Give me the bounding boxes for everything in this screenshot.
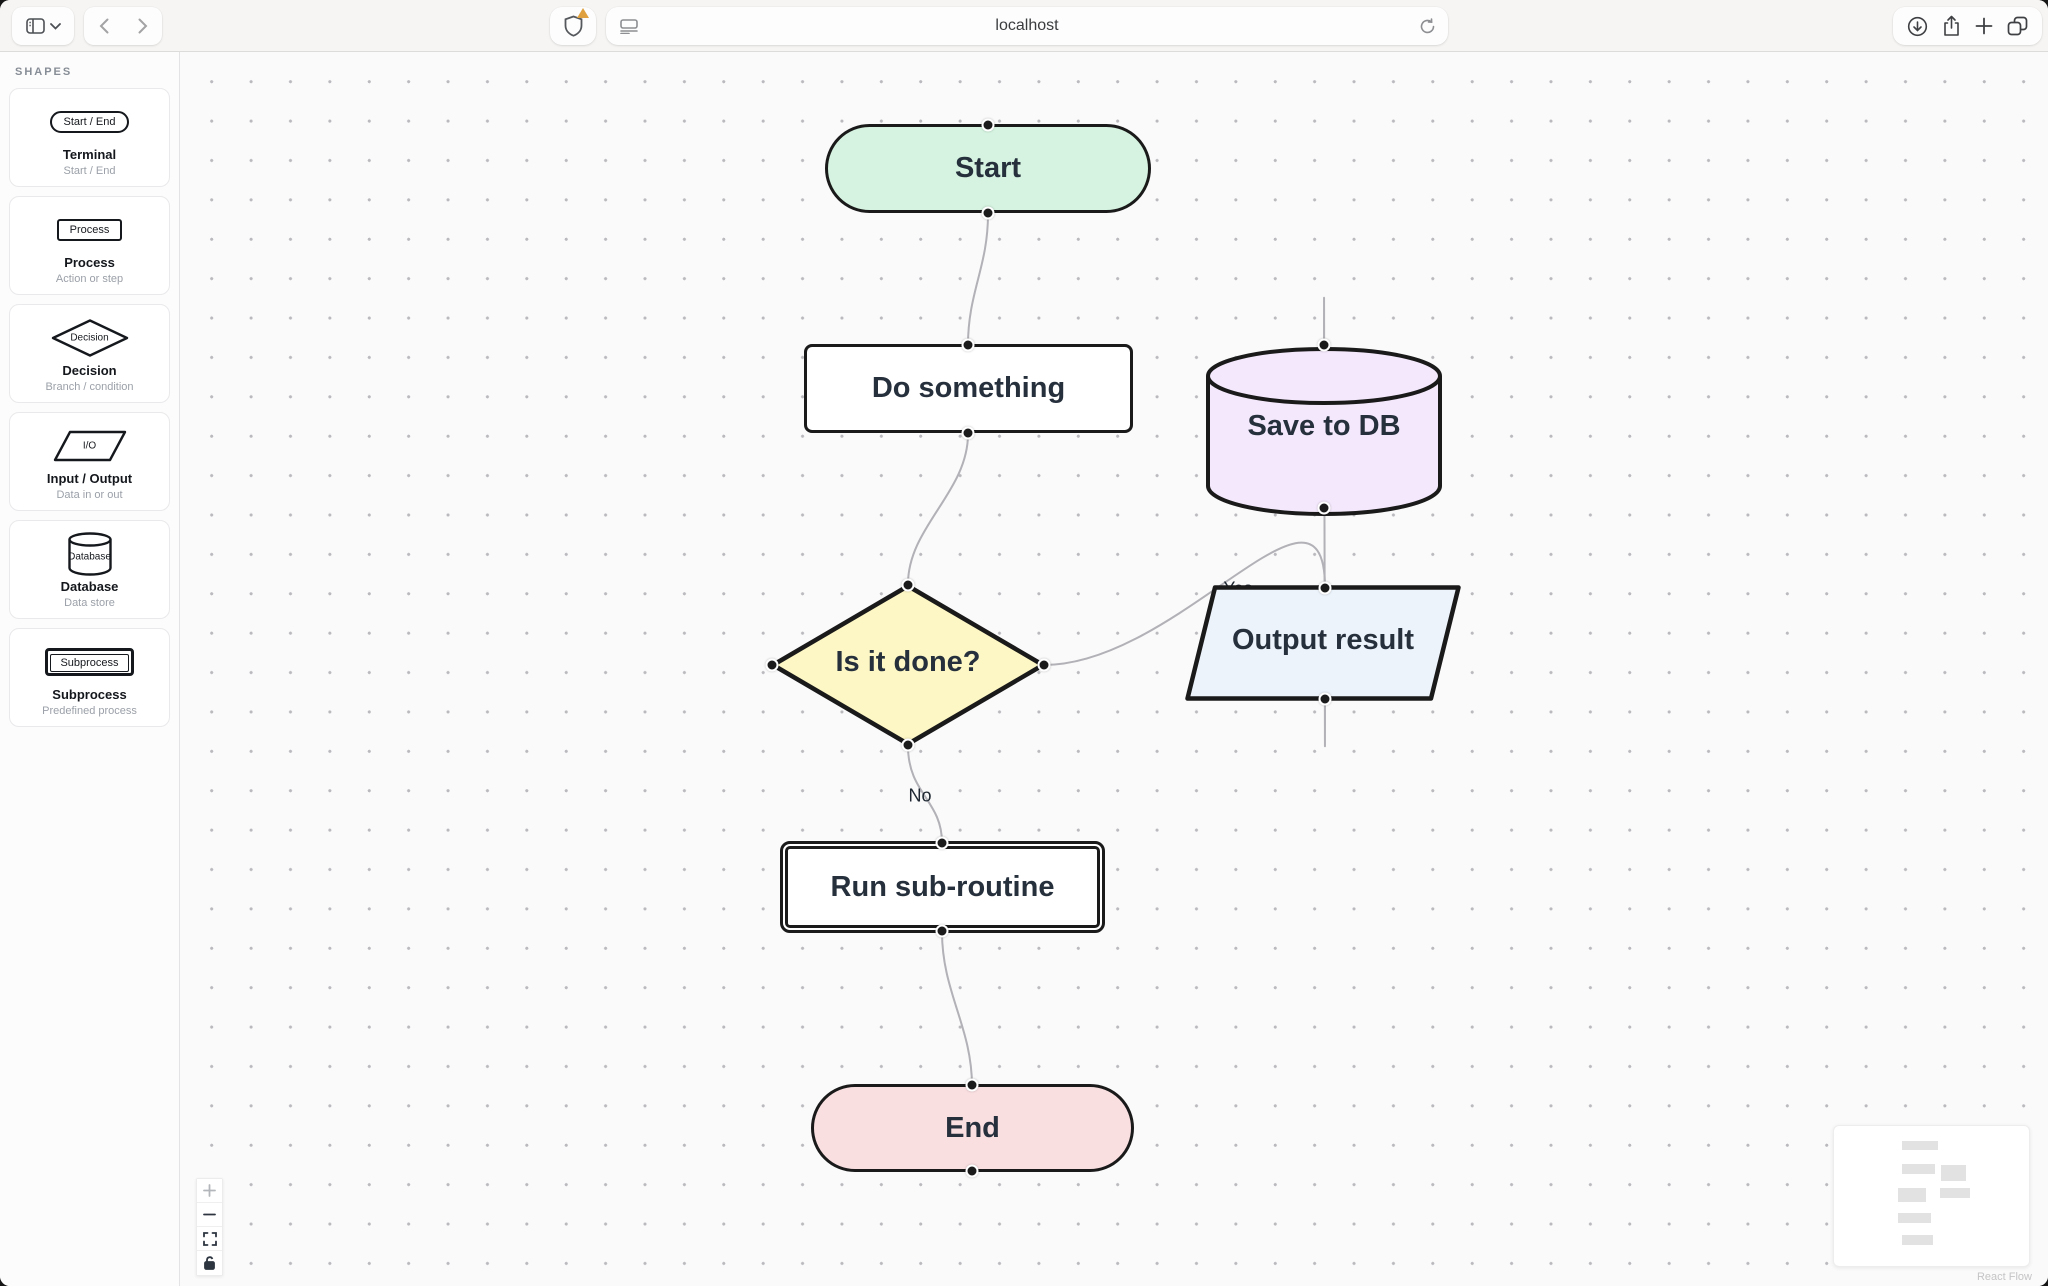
shape-title: Database [60,578,119,594]
handle-decision-top[interactable] [901,578,915,592]
handle-decision-bottom[interactable] [901,738,915,752]
io-shape [1185,585,1461,701]
minimap-node-do-something [1902,1163,1936,1174]
database-shape [1206,347,1442,516]
reader-mode-icon[interactable] [620,18,638,34]
minimap-node-end [1902,1235,1934,1245]
shape-subtitle: Predefined process [42,704,137,717]
shape-subtitle: Data in or out [56,488,123,501]
sidebar-header: SHAPES [15,66,73,78]
subprocess-shape-preview: Subprocess [45,647,134,676]
downloads-button[interactable] [1907,16,1928,37]
forward-button[interactable] [123,7,162,45]
url-text: localhost [995,17,1059,34]
edge-decision-subprocess [907,745,943,844]
shape-title: Terminal [62,146,117,162]
chevron-down-icon [49,22,61,30]
flow-canvas[interactable]: Yes No Start Do something Save to DB Is … [180,52,2048,1286]
shape-title: Subprocess [52,686,127,702]
handle-end-top[interactable] [965,1078,979,1092]
minimap-node-save-to-db [1941,1165,1966,1182]
minimap[interactable] [1833,1125,2030,1267]
browser-toolbar: localhost [0,0,2048,52]
node-start[interactable]: Start [825,124,1151,213]
shape-card-decision[interactable]: Decision Decision Branch / condition [9,304,170,403]
handle-end-bottom[interactable] [965,1164,979,1178]
handle-io-top[interactable] [1318,581,1332,595]
flow-controls [196,1178,223,1276]
shape-title: Decision [62,362,117,378]
handle-process-bottom[interactable] [961,426,975,440]
shield-icon [564,8,589,37]
shape-card-terminal[interactable]: Start / End Terminal Start / End [9,88,170,187]
database-shape-preview [67,531,112,576]
tab-overview-button[interactable] [2007,16,2028,36]
node-do-something[interactable]: Do something [804,344,1133,433]
terminal-shape-preview: Start / End [49,110,130,133]
node-output-result[interactable]: Output result [1185,585,1461,701]
zoom-out-button[interactable] [197,1203,222,1227]
io-shape-preview [53,430,126,461]
privacy-shield-button[interactable] [550,7,596,45]
sidebar-panel-icon [25,18,45,34]
node-is-it-done[interactable]: Is it done? [770,583,1046,747]
edge-decision-io [1043,541,1326,666]
nav-button-group [84,7,162,45]
shape-card-process[interactable]: Process Process Action or step [9,196,170,295]
shape-subtitle: Start / End [63,164,116,177]
shapes-sidebar: SHAPES Start / End Terminal Start / End … [0,52,180,1286]
shield-warning-badge [576,8,589,18]
lock-button[interactable] [197,1251,222,1275]
handle-io-bottom[interactable] [1318,692,1332,706]
handle-subprocess-top[interactable] [935,836,949,850]
sidebar-toggle-button[interactable] [12,7,74,45]
new-tab-button[interactable] [1975,17,1993,35]
node-run-sub-routine[interactable]: Run sub-routine [780,841,1105,933]
handle-process-top[interactable] [961,338,975,352]
handle-subprocess-bottom[interactable] [935,924,949,938]
node-save-to-db[interactable]: Save to DB [1205,345,1443,517]
shape-title: Process [64,254,115,270]
shape-subtitle: Data store [64,596,115,609]
process-shape-preview: Process [56,218,123,241]
minimap-node-run-sub-routine [1898,1212,1932,1223]
shape-subtitle: Branch / condition [45,380,134,393]
shape-card-database[interactable]: Database Database Data store [9,520,170,619]
edge-io-database [1323,296,1326,748]
handle-database-bottom[interactable] [1317,501,1331,515]
shape-card-subprocess[interactable]: Subprocess Subprocess Predefined process [9,628,170,727]
refresh-icon[interactable] [1419,17,1436,35]
shape-title: Input / Output [46,470,133,486]
edge-label-no: No [908,785,932,806]
shape-card-io[interactable]: I/O Input / Output Data in or out [9,412,170,511]
handle-start-bottom[interactable] [981,206,995,220]
share-button[interactable] [1942,15,1961,37]
handle-start-top[interactable] [981,118,995,132]
decision-shape-preview [51,318,128,357]
minimap-node-start [1902,1140,1939,1151]
toolbar-actions [1893,7,2042,45]
edge-layer [907,213,1326,1087]
handle-decision-left[interactable] [765,658,779,672]
fit-view-button[interactable] [197,1227,222,1251]
minimap-node-is-it-done [1898,1188,1926,1202]
zoom-in-button[interactable] [197,1179,222,1203]
shape-subtitle: Action or step [55,272,124,285]
back-button[interactable] [84,7,123,45]
edge-process-decision [907,433,969,585]
handle-decision-right[interactable] [1037,658,1051,672]
address-bar[interactable]: localhost [606,7,1448,45]
edge-subprocess-end [941,931,973,1087]
handle-database-top[interactable] [1317,338,1331,352]
react-flow-attribution: React Flow [1976,1271,2032,1283]
edge-start-process [967,213,989,346]
node-end[interactable]: End [811,1084,1134,1172]
minimap-node-output-result [1940,1188,1970,1199]
